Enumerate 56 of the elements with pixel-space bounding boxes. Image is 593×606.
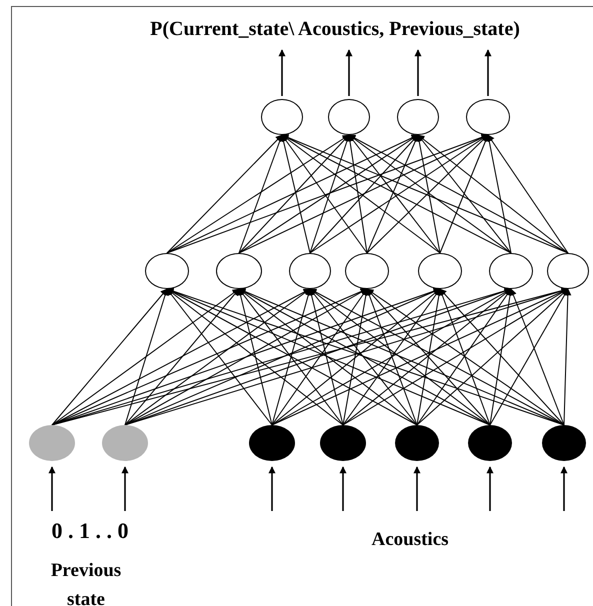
neuron-circle	[397, 99, 439, 135]
neuron-circle	[345, 253, 389, 289]
connection-line	[440, 288, 564, 426]
neuron-circle	[261, 99, 303, 135]
neuron-circle	[466, 99, 510, 135]
connection-line	[488, 134, 568, 254]
connection-line	[348, 134, 568, 254]
arrow	[122, 466, 128, 511]
neuron-circle	[547, 253, 589, 289]
connection-line	[366, 134, 488, 254]
arrow	[486, 466, 494, 511]
neuron-circle	[29, 425, 75, 461]
neuron-circle	[542, 425, 586, 461]
connection-line	[310, 134, 418, 254]
neuron-circle	[320, 425, 366, 461]
connection-line	[52, 288, 168, 426]
connection-line	[52, 288, 240, 426]
connection-line	[166, 288, 272, 426]
label-text: Acoustics	[370, 528, 450, 552]
arrow	[346, 49, 352, 96]
neuron-circle	[395, 425, 439, 461]
title: P(Current_state\ Acoustics, Previous_state)	[149, 17, 521, 42]
connection-line	[166, 134, 350, 254]
neuron-circle	[145, 253, 189, 289]
arrow	[278, 49, 286, 96]
label-text: Previous state	[50, 559, 122, 606]
connection-line	[366, 288, 490, 426]
neuron-circle	[289, 253, 331, 289]
connection-line	[272, 288, 312, 426]
neuron-circle	[418, 253, 462, 289]
connection-line	[166, 134, 282, 254]
connection-line	[237, 288, 272, 426]
neuron-circle	[489, 253, 533, 289]
arrow	[560, 466, 568, 511]
neuron-circle	[468, 425, 512, 461]
arrow	[268, 466, 276, 511]
connection-line	[416, 134, 440, 254]
connection-line	[124, 288, 240, 426]
arrow	[414, 466, 420, 511]
connection-line	[342, 288, 512, 426]
connection-line	[417, 134, 568, 254]
arrow	[48, 466, 56, 511]
neuron-circle	[216, 253, 262, 289]
connection-line	[272, 288, 441, 426]
arrow	[484, 49, 492, 96]
connection-line	[564, 288, 572, 426]
neuron-circle	[249, 425, 295, 461]
connection-line	[416, 288, 569, 426]
neuron-circle	[328, 99, 370, 135]
neuron-circle	[102, 425, 148, 461]
connection-line	[124, 288, 168, 426]
connection-line	[510, 288, 564, 426]
connection-line	[238, 134, 350, 254]
arrow	[414, 49, 422, 96]
label-text: 0 . 1 . . 0	[50, 517, 130, 545]
arrow	[340, 466, 346, 511]
